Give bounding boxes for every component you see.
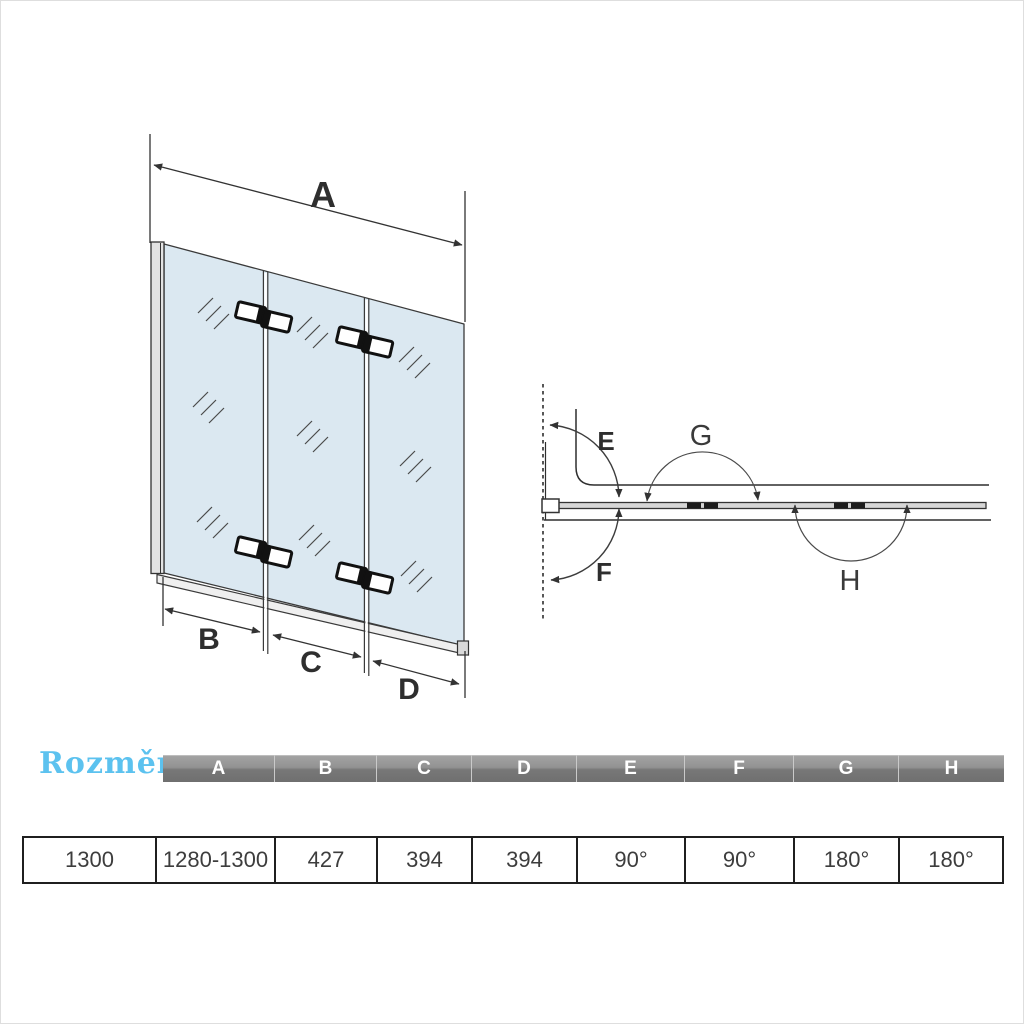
table-header-cell-g: G <box>793 755 898 782</box>
top-view: E F G H <box>541 384 991 620</box>
dim-label-d: D <box>398 673 420 706</box>
hinge-icon <box>335 325 395 359</box>
table-header-cell-f: F <box>684 755 793 782</box>
table-header-cell-b: B <box>274 755 376 782</box>
dimension-a <box>149 134 466 322</box>
table-header-cell-c: C <box>376 755 471 782</box>
table-row-label: Rozměr <box>39 746 174 781</box>
glass-shine-marks <box>192 297 433 593</box>
panel-junction-2 <box>363 298 370 676</box>
table-value-c: 394 <box>376 838 471 882</box>
hinges <box>234 300 395 595</box>
table-value-b: 427 <box>274 838 376 882</box>
table-value-f: 90° <box>684 838 793 882</box>
table-value-g: 180° <box>793 838 898 882</box>
screen-bar-top-view <box>557 501 987 510</box>
table-header-cell-d: D <box>471 755 576 782</box>
rail-end-foot <box>456 640 470 656</box>
wall-profile <box>150 241 165 575</box>
angle-label-f: F <box>596 557 612 587</box>
angle-arc-h <box>791 504 911 562</box>
glass-panels <box>163 243 465 647</box>
table-header-row: A B C D E F G H <box>163 755 1004 782</box>
table-header-cell-a: A <box>211 758 226 779</box>
hinge-icon <box>234 535 294 569</box>
dimension-d <box>372 651 466 698</box>
dim-label-a: A <box>310 174 336 215</box>
dim-label-c: C <box>300 646 322 679</box>
table-value-row: 1300 1280-1300 427 394 394 90° 90° 180° … <box>22 836 1004 884</box>
angle-arc-f <box>550 508 623 584</box>
wall-bracket <box>541 498 560 514</box>
table-header-cell-h: H <box>898 755 1004 782</box>
panel-junction-1 <box>262 271 269 654</box>
angle-label-e: E <box>597 426 614 456</box>
table-value-h: 180° <box>898 838 1002 882</box>
table-value-total: 1300 <box>65 847 114 872</box>
hinge-icon <box>234 300 294 334</box>
table-header-cell-e: E <box>576 755 684 782</box>
hinge-icon <box>335 561 395 595</box>
dim-label-b: B <box>198 623 220 656</box>
angle-label-g: G <box>690 420 713 452</box>
table-value-a: 1280-1300 <box>155 838 274 882</box>
table-value-e: 90° <box>576 838 684 882</box>
shower-tray-corner-line <box>575 409 989 486</box>
angle-arc-e <box>549 421 623 498</box>
dimension-c <box>272 633 362 659</box>
dimension-b <box>162 577 261 634</box>
angle-label-h: H <box>840 565 861 597</box>
angle-arc-g <box>644 451 761 502</box>
front-view: A B C D <box>149 134 470 706</box>
table-value-d: 394 <box>471 838 576 882</box>
